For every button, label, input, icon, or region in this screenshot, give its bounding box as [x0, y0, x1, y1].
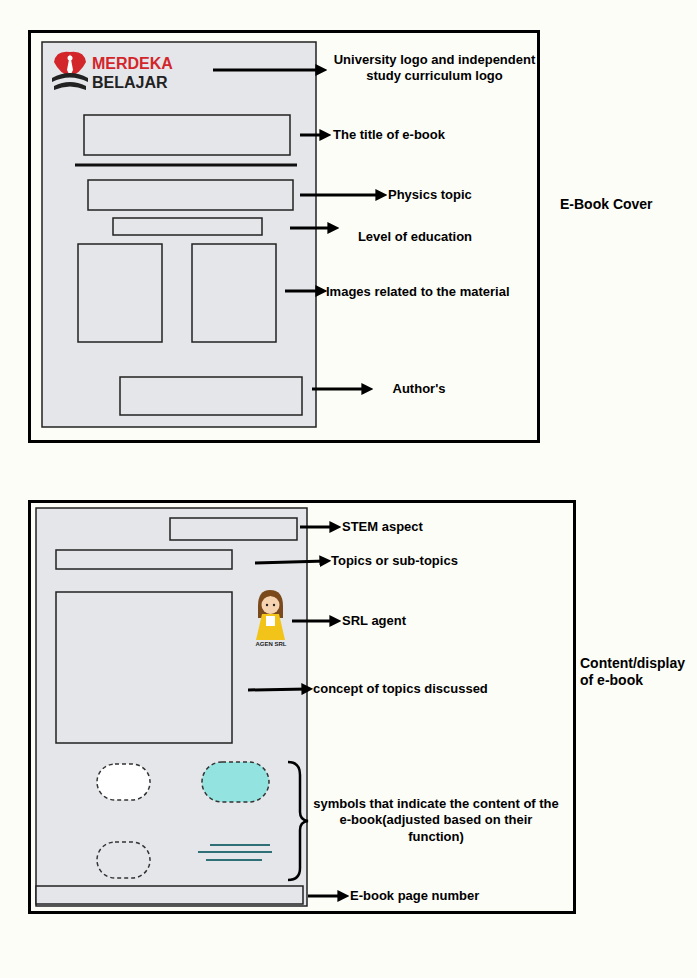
image-box [78, 244, 162, 342]
image-box [192, 244, 276, 342]
annotation-label: Level of education [340, 229, 490, 245]
annotation-label: E-book page number [350, 888, 520, 904]
title-box [84, 115, 290, 155]
stem-box [170, 518, 297, 540]
brace [288, 762, 308, 880]
cover-page [42, 42, 316, 427]
section-heading: E-Book Cover [560, 196, 685, 213]
annotation-label: The title of e-book [333, 127, 483, 143]
symbol-oval [97, 842, 150, 878]
topic-box [88, 180, 293, 210]
logo-text: BELAJAR [92, 74, 202, 92]
logo-text: MERDEKA [92, 55, 202, 73]
leader-arrows [213, 70, 382, 389]
section-frame: Content/display of e-book [28, 500, 576, 914]
annotation-label: Author's [374, 381, 464, 397]
divider-line [75, 164, 297, 167]
concept-box [56, 592, 232, 743]
annotation-label: symbols that indicate the content of the… [312, 796, 560, 845]
page-number-bar [36, 886, 303, 904]
symbol-lines [198, 845, 272, 860]
srl-agent [256, 590, 285, 640]
annotation-label: University logo and independent study cu… [327, 52, 542, 85]
topic-box [56, 550, 232, 569]
level-box [113, 218, 262, 235]
leader-arrows [248, 527, 344, 896]
symbol-oval [202, 762, 269, 802]
agent-caption: AGEN SRL [244, 641, 298, 649]
section-heading: Content/display of e-book [580, 655, 692, 689]
annotation-label: SRL agent [342, 613, 452, 629]
university-logo [52, 52, 88, 90]
annotation-label: STEM aspect [342, 519, 462, 535]
annotation-label: Physics topic [388, 187, 518, 203]
annotation-label: Topics or sub-topics [331, 553, 501, 569]
symbol-oval [97, 764, 150, 800]
content-page [36, 508, 307, 906]
annotation-label: Images related to the material [326, 284, 566, 300]
author-box [120, 377, 302, 415]
annotation-label: concept of topics discussed [313, 681, 533, 697]
